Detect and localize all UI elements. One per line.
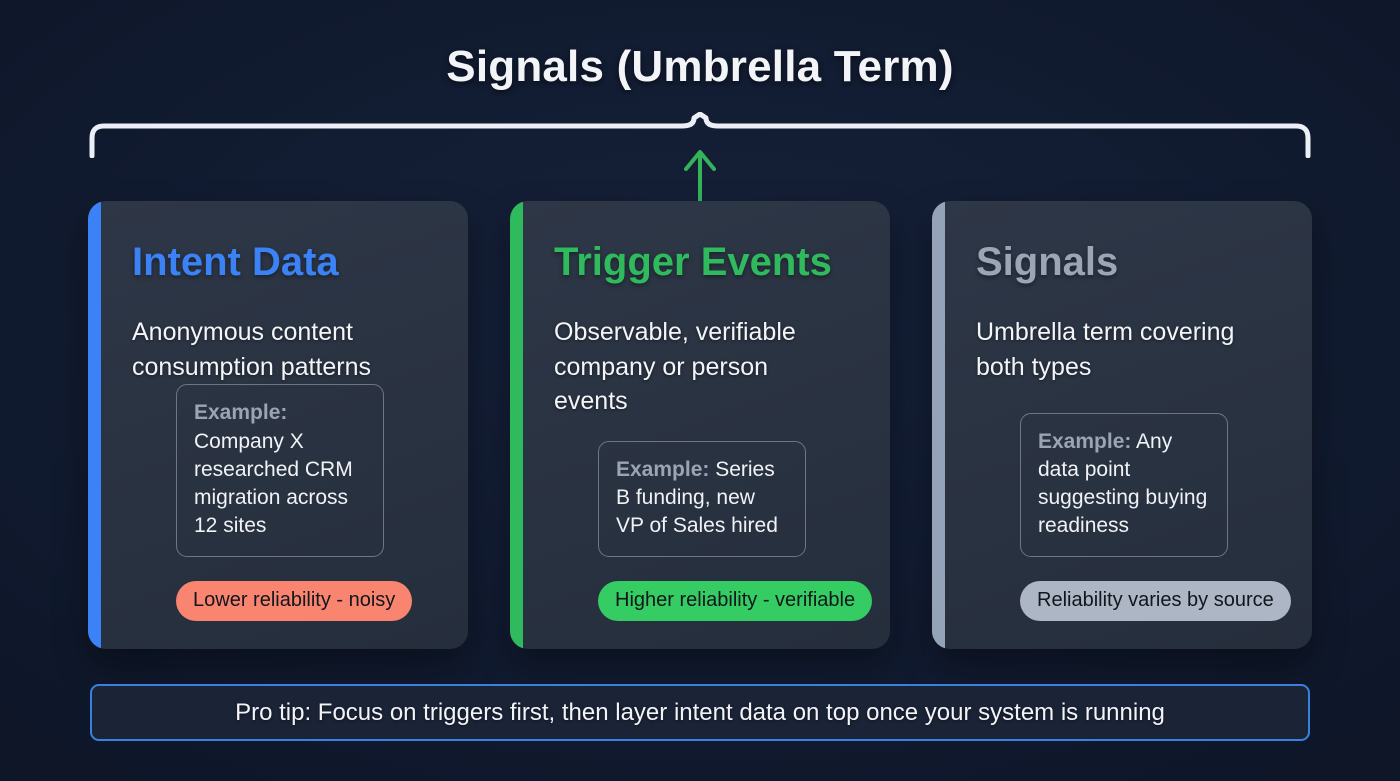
card-accent-bar-signals — [932, 201, 945, 649]
curly-brace-icon — [88, 112, 1312, 158]
card-description-intent-data: Anonymous content consumption patterns — [132, 318, 372, 381]
reliability-badge-trigger-events: Higher reliability - verifiable — [598, 581, 873, 621]
arrow-up-icon — [678, 146, 722, 202]
concept-card-row: Intent Data Anonymous content consumptio… — [88, 201, 1312, 649]
reliability-badge-signals: Reliability varies by source — [1020, 581, 1291, 621]
card-description-trigger-events: Observable, verifiable company or person… — [554, 318, 796, 415]
card-accent-bar-trigger-events — [510, 201, 523, 649]
card-intent-data[interactable]: Intent Data Anonymous content consumptio… — [88, 201, 468, 649]
example-box-intent-data: Example: Company X researched CRM migrat… — [176, 384, 384, 557]
page-title: Signals (Umbrella Term) — [446, 42, 954, 91]
card-title-trigger-events: Trigger Events — [554, 240, 832, 284]
card-accent-bar-intent-data — [88, 201, 101, 649]
card-trigger-events[interactable]: Trigger Events Observable, verifiable co… — [510, 201, 890, 649]
example-label: Example: — [194, 401, 288, 425]
card-description-signals: Umbrella term covering both types — [976, 318, 1235, 381]
reliability-badge-intent-data: Lower reliability - noisy — [176, 581, 413, 621]
example-label: Example: — [616, 457, 710, 481]
card-signals[interactable]: Signals Umbrella term covering both type… — [932, 201, 1312, 649]
card-title-intent-data: Intent Data — [132, 240, 339, 284]
example-box-signals: Example: Any data point suggesting buyin… — [1020, 412, 1228, 557]
example-label: Example: — [1038, 429, 1132, 453]
card-title-signals: Signals — [976, 240, 1119, 284]
example-box-trigger-events: Example: Series B funding, new VP of Sal… — [598, 440, 806, 557]
example-text: Company X researched CRM migration acros… — [194, 429, 353, 537]
pro-tip-banner: Pro tip: Focus on triggers first, then l… — [90, 684, 1310, 741]
